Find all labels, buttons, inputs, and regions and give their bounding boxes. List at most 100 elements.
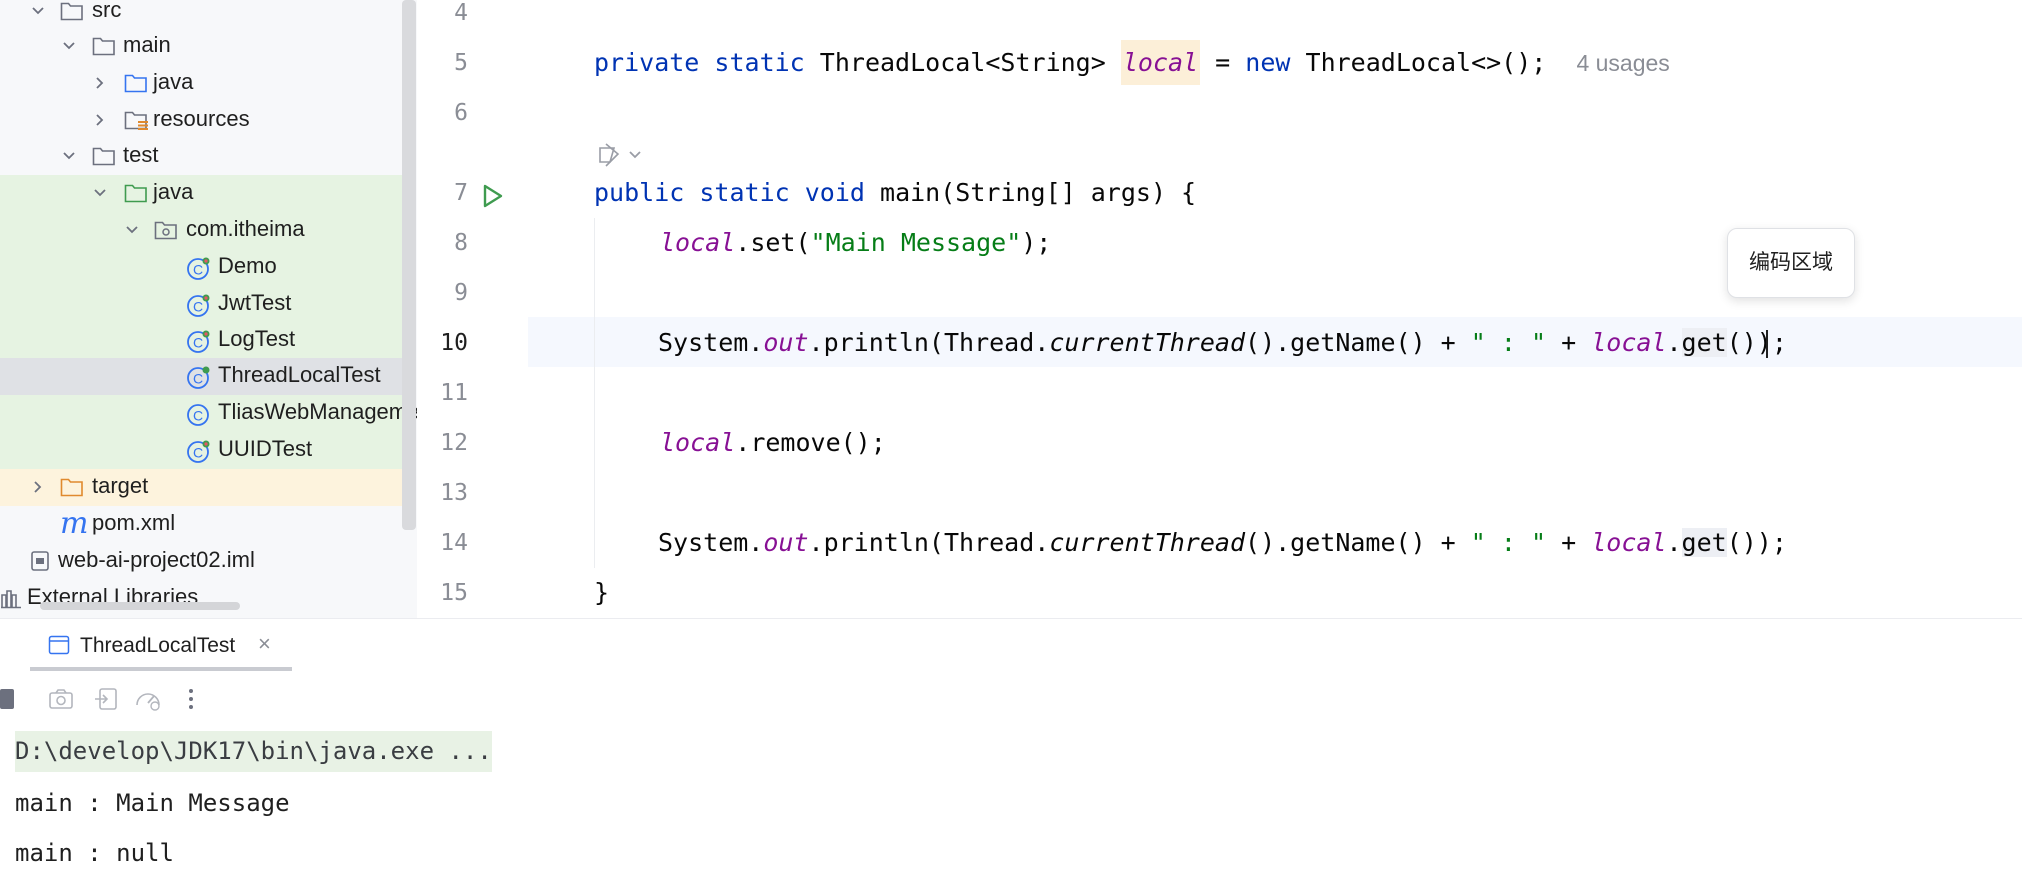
code-token-field: out (763, 528, 809, 557)
tree-item-main[interactable]: main (0, 28, 417, 65)
code-line-8[interactable]: local.set("Main Message"); (660, 228, 1051, 257)
code-line-7[interactable]: public static void main(String[] args) { (594, 178, 1196, 207)
code-line-15[interactable]: } (594, 578, 610, 607)
run-toolbar (0, 679, 400, 719)
tree-item-label: web-ai-project02.iml (58, 547, 255, 572)
tree-item-demo[interactable]: C Demo (0, 249, 417, 286)
tree-item-label: ThreadLocalTest (218, 362, 381, 387)
chevron-down-icon[interactable] (28, 1, 48, 21)
code-token: System. (658, 528, 764, 557)
chevron-down-icon[interactable] (59, 36, 79, 56)
code-token-field: local (660, 228, 736, 257)
test-class-icon: C (187, 330, 210, 353)
more-vertical-icon[interactable] (184, 687, 198, 711)
code-token-field: out (763, 328, 809, 357)
tree-item-java-test[interactable]: java (0, 175, 417, 212)
tree-item-pom[interactable]: m pom.xml (0, 506, 417, 543)
code-token: ().getName() + (1245, 528, 1471, 557)
code-line-14[interactable]: System.out.println(Thread.currentThread(… (658, 528, 1787, 557)
code-token: .println(Thread. (808, 328, 1050, 357)
line-number: 4 (454, 0, 468, 26)
tree-item-label: target (92, 473, 149, 498)
test-class-icon: C (187, 440, 210, 463)
svg-text:C: C (193, 262, 203, 278)
tree-item-src[interactable]: src (0, 0, 417, 30)
chevron-right-icon[interactable] (28, 477, 48, 497)
folder-icon (92, 147, 115, 166)
code-token: System. (658, 328, 764, 357)
code-token: ()); (1726, 528, 1787, 557)
tab-run-configuration[interactable]: ThreadLocalTest × (30, 619, 292, 671)
code-token: .println(Thread. (808, 528, 1050, 557)
code-token: private (594, 48, 700, 77)
tree-item-target[interactable]: target (0, 469, 417, 506)
console-output-line: main : null (15, 839, 174, 867)
tree-item-label: LogTest (218, 326, 296, 351)
code-token: new (1245, 48, 1291, 77)
tree-item-tliaswebmanagement[interactable]: C TliasWebManageme (0, 395, 417, 432)
tree-item-test[interactable]: test (0, 138, 417, 175)
chevron-right-icon[interactable] (90, 110, 110, 130)
tree-item-java-main[interactable]: java (0, 65, 417, 102)
libraries-icon (1, 590, 21, 609)
stop-icon[interactable] (0, 689, 14, 709)
tree-item-package[interactable]: com.itheima (0, 212, 417, 249)
camera-icon[interactable] (48, 687, 74, 711)
resources-folder-icon (124, 111, 148, 130)
tree-item-external-libraries[interactable]: External Libraries (0, 580, 417, 617)
svg-text:C: C (193, 299, 203, 315)
code-area-tooltip: 编码区域 (1727, 228, 1855, 298)
tree-item-logtest[interactable]: C LogTest (0, 322, 417, 359)
code-token: + (1546, 528, 1592, 557)
ai-assistant-icon[interactable] (596, 140, 648, 170)
code-token: .set( (735, 228, 811, 257)
test-class-icon: C (187, 294, 210, 317)
code-line-5[interactable]: private static ThreadLocal<String> local… (594, 40, 1670, 85)
code-editor[interactable]: 4 5 6 7 8 9 10 11 12 13 14 15 private st… (418, 0, 2022, 618)
close-icon[interactable]: × (258, 631, 271, 656)
chevron-down-icon[interactable] (122, 220, 142, 240)
tree-item-label: pom.xml (92, 510, 176, 535)
code-token-string: " : " (1470, 328, 1547, 357)
import-icon[interactable] (94, 687, 118, 711)
line-number: 11 (440, 380, 468, 406)
code-token: currentThread (1049, 528, 1246, 557)
package-icon (154, 221, 177, 240)
code-token: void (804, 178, 865, 207)
run-gutter-icon[interactable] (478, 182, 506, 210)
tree-item-label: java (153, 69, 194, 94)
code-token: = (1215, 48, 1231, 77)
code-line-10[interactable]: System.out.println(Thread.currentThread(… (658, 328, 1787, 357)
code-token-field: local (1120, 40, 1201, 85)
project-horizontal-scrollbar[interactable] (40, 602, 240, 610)
tree-item-label: com.itheima (186, 216, 305, 241)
code-token: main(String[] args) { (880, 178, 1197, 207)
folder-icon (60, 2, 83, 21)
excluded-folder-icon (60, 478, 83, 497)
test-source-folder-icon (124, 184, 147, 203)
chevron-right-icon[interactable] (90, 73, 110, 93)
chevron-down-icon[interactable] (90, 183, 110, 203)
line-number: 6 (454, 100, 468, 126)
chevron-down-icon[interactable] (59, 146, 79, 166)
tree-item-uuidtest[interactable]: C UUIDTest (0, 432, 417, 469)
project-vertical-scrollbar[interactable] (402, 0, 416, 530)
run-config-icon (48, 635, 70, 655)
tree-item-label: UUIDTest (218, 436, 313, 461)
tree-item-label: resources (153, 106, 250, 131)
run-tab-label: ThreadLocalTest (80, 634, 236, 657)
tree-item-jwttest[interactable]: C JwtTest (0, 286, 417, 323)
code-token: + (1546, 328, 1592, 357)
usages-inlay-hint[interactable]: 4 usages (1576, 50, 1670, 76)
excluded-folder-highlight (0, 469, 402, 506)
code-line-12[interactable]: local.remove(); (660, 428, 886, 457)
console-command-line: D:\develop\JDK17\bin\java.exe ... (15, 731, 492, 772)
tree-item-label: test (123, 142, 159, 167)
source-folder-icon (124, 74, 147, 93)
code-token: . (1666, 328, 1682, 357)
code-token-string: " : " (1470, 528, 1547, 557)
tree-item-resources[interactable]: resources (0, 102, 417, 139)
tree-item-iml[interactable]: web-ai-project02.iml (0, 543, 417, 580)
profiler-icon[interactable] (134, 687, 162, 711)
tree-item-threadlocaltest[interactable]: C ThreadLocalTest (0, 358, 417, 395)
